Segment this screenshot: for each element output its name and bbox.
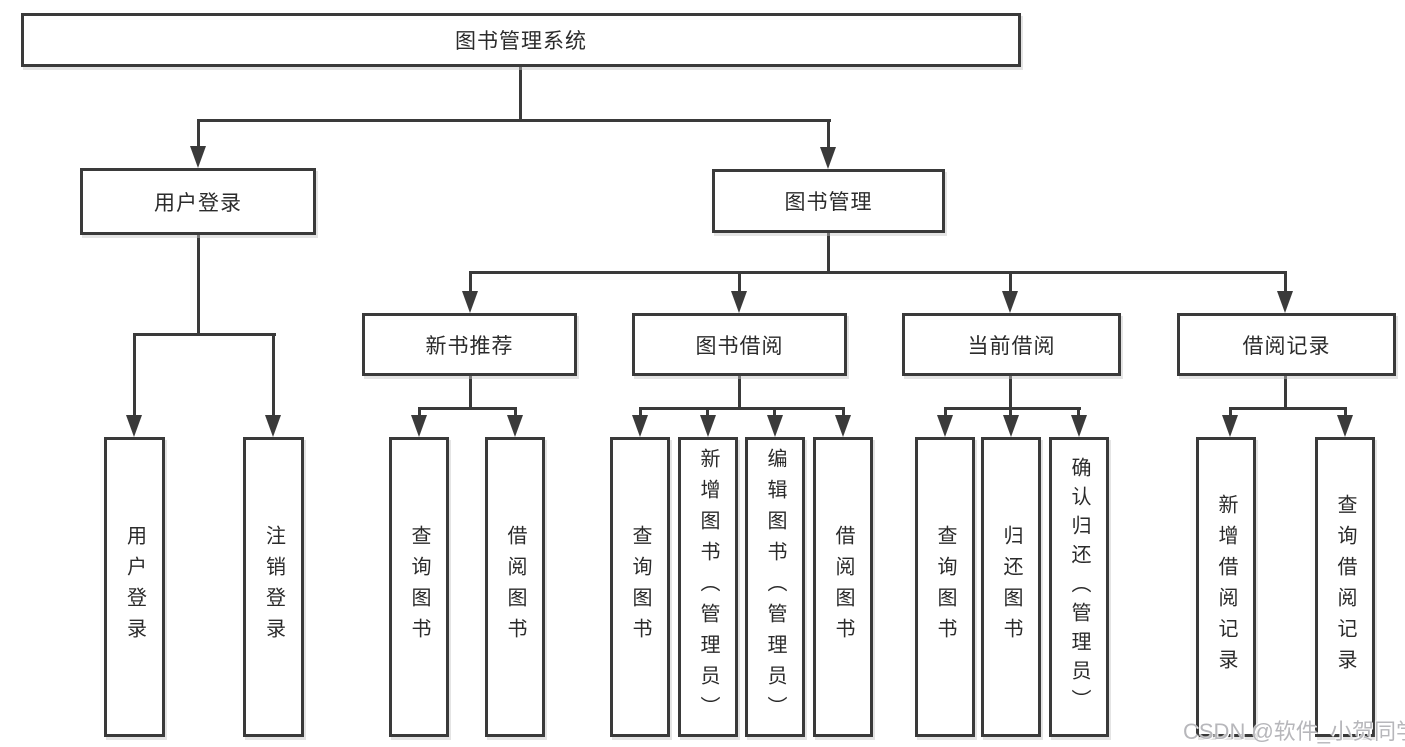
arrow-down-icon [1002, 291, 1018, 313]
leaf-add-borrow-record: 新增借阅记录 [1196, 437, 1256, 737]
connector-line [418, 407, 421, 419]
leaf-logout-label: 注销登录 [262, 525, 285, 649]
leaf-edit-book-admin-label: 编辑图书（管理员） [764, 447, 786, 727]
leaf-borrow-books: 借阅图书 [813, 437, 873, 737]
connector-line [1077, 407, 1080, 419]
leaf-confirm-return-admin: 确认归还（管理员） [1049, 437, 1109, 737]
leaf-query-books-borrow: 查询图书 [610, 437, 670, 737]
connector-line [133, 333, 136, 418]
connector-line [197, 119, 831, 122]
arrow-down-icon [835, 415, 851, 437]
connector-line [469, 376, 472, 410]
arrow-down-icon [462, 291, 478, 313]
connector-line [1229, 407, 1347, 410]
arrow-down-icon [1003, 415, 1019, 437]
connector-line [418, 407, 517, 410]
connector-line [1284, 271, 1287, 294]
connector-line [842, 407, 845, 419]
leaf-add-book-admin-label: 新增图书（管理员） [697, 447, 719, 727]
connector-line [1229, 407, 1232, 419]
node-borrow-records-label: 借阅记录 [1242, 334, 1331, 358]
node-new-book-recommend: 新书推荐 [362, 313, 577, 376]
connector-line [944, 407, 947, 419]
node-root-label: 图书管理系统 [455, 30, 587, 53]
arrow-down-icon [1071, 415, 1087, 437]
leaf-return-book: 归还图书 [981, 437, 1041, 737]
node-new-book-recommend-label: 新书推荐 [425, 334, 514, 358]
node-book-management-label: 图书管理 [784, 191, 873, 214]
arrow-down-icon [632, 415, 648, 437]
leaf-user-login-label: 用户登录 [123, 525, 146, 649]
arrow-down-icon [507, 415, 523, 437]
leaf-borrow-books-recommend: 借阅图书 [485, 437, 545, 737]
arrow-down-icon [1222, 415, 1238, 437]
arrow-down-icon [265, 415, 281, 437]
connector-line [514, 407, 517, 419]
leaf-query-borrow-record: 查询借阅记录 [1315, 437, 1375, 737]
connector-line [1344, 407, 1347, 419]
leaf-confirm-return-admin-label: 确认归还（管理员） [1068, 456, 1090, 718]
connector-line [773, 407, 776, 419]
connector-line [639, 407, 642, 419]
connector-line [1009, 271, 1012, 294]
leaf-return-book-label: 归还图书 [1000, 525, 1022, 649]
leaf-borrow-books-recommend-label: 借阅图书 [504, 525, 526, 649]
connector-line [197, 119, 200, 150]
node-current-borrow: 当前借阅 [902, 313, 1121, 376]
leaf-query-books-recommend-label: 查询图书 [408, 525, 430, 649]
arrow-down-icon [767, 415, 783, 437]
leaf-query-books-current-label: 查询图书 [934, 525, 956, 649]
connector-line [827, 233, 830, 274]
arrow-down-icon [700, 415, 716, 437]
node-book-management: 图书管理 [712, 169, 945, 233]
connector-line [1009, 376, 1012, 410]
node-book-borrow: 图书借阅 [632, 313, 847, 376]
leaf-query-borrow-record-label: 查询借阅记录 [1334, 494, 1356, 680]
arrow-down-icon [731, 291, 747, 313]
arrow-down-icon [190, 146, 206, 168]
leaf-query-books-current: 查询图书 [915, 437, 975, 737]
connector-line [133, 333, 276, 336]
arrow-down-icon [937, 415, 953, 437]
watermark: CSDN @软件_小贺同学 [1183, 719, 1405, 744]
arrow-down-icon [126, 415, 142, 437]
leaf-user-login: 用户登录 [104, 437, 165, 737]
arrow-down-icon [1337, 415, 1353, 437]
arrow-down-icon [1277, 291, 1293, 313]
connector-line [469, 271, 472, 294]
leaf-query-books-recommend: 查询图书 [389, 437, 449, 737]
node-user-login-label: 用户登录 [154, 191, 242, 215]
connector-line [1284, 376, 1287, 410]
connector-line [944, 407, 1081, 410]
connector-line [827, 119, 830, 150]
connector-line [639, 407, 845, 410]
connector-line [469, 271, 1287, 274]
node-root: 图书管理系统 [21, 13, 1021, 67]
leaf-borrow-books-label: 借阅图书 [832, 525, 854, 649]
connector-line [738, 376, 741, 410]
connector-line [706, 407, 709, 419]
node-current-borrow-label: 当前借阅 [967, 334, 1056, 358]
connector-line [519, 67, 522, 121]
node-user-login: 用户登录 [80, 168, 316, 235]
connector-line [738, 271, 741, 294]
arrow-down-icon [820, 147, 836, 169]
leaf-add-book-admin: 新增图书（管理员） [678, 437, 738, 737]
leaf-add-borrow-record-label: 新增借阅记录 [1215, 494, 1237, 680]
connector-line [1009, 407, 1012, 419]
connector-line [197, 235, 200, 336]
node-borrow-records: 借阅记录 [1177, 313, 1396, 376]
leaf-query-books-borrow-label: 查询图书 [629, 525, 651, 649]
connector-line [272, 333, 275, 418]
leaf-edit-book-admin: 编辑图书（管理员） [745, 437, 805, 737]
leaf-logout: 注销登录 [243, 437, 304, 737]
node-book-borrow-label: 图书借阅 [695, 334, 784, 358]
arrow-down-icon [411, 415, 427, 437]
